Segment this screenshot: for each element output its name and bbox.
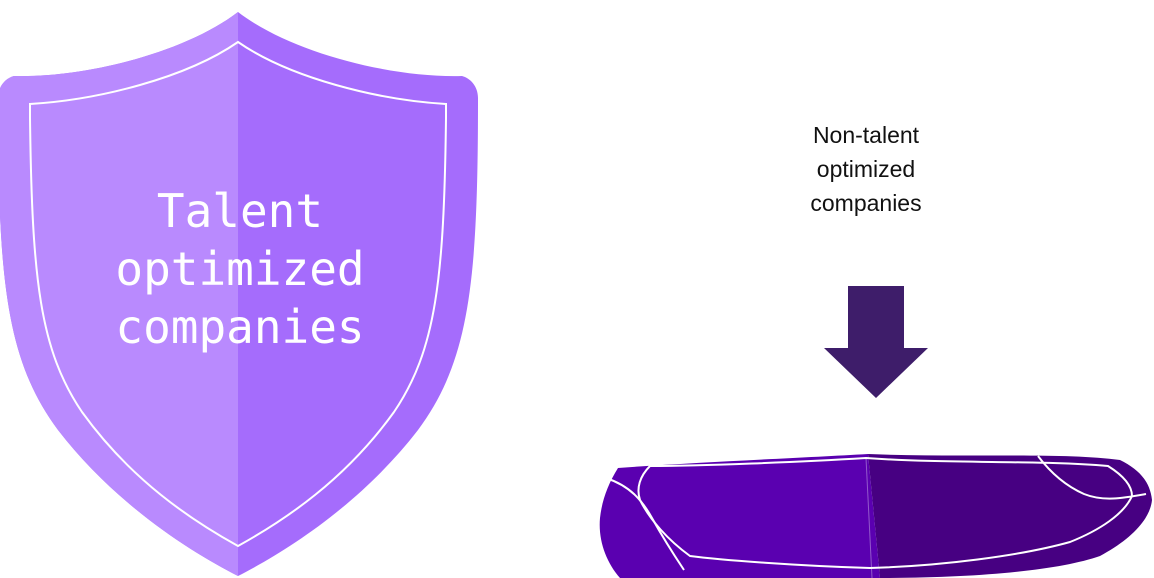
shield-label: Talent optimized companies	[40, 182, 440, 356]
shield-icon	[0, 12, 478, 576]
broken-shield-label-line-2: optimized	[816, 156, 916, 182]
shield-label-line-2: optimized	[115, 242, 365, 296]
broken-shield-label-line-3: companies	[810, 190, 922, 216]
shield-label-line-3: companies	[115, 300, 365, 354]
broken-shield-icon	[599, 454, 1152, 578]
broken-shield-right-crack	[1037, 455, 1147, 500]
broken-shield-label: Non-talent optimized companies	[766, 118, 966, 220]
broken-shield-center-crack	[865, 457, 873, 578]
shield-left-half	[0, 12, 238, 576]
broken-shield-right	[868, 454, 1152, 578]
shield-label-line-1: Talent	[156, 184, 324, 238]
broken-shield-left-crack	[605, 477, 685, 571]
broken-shield-outline	[637, 456, 1134, 570]
shield-inner-outline	[29, 40, 447, 548]
broken-shield-label-line-1: Non-talent	[812, 122, 920, 148]
down-arrow-icon	[824, 286, 928, 398]
arrow-shape	[824, 286, 928, 398]
broken-shield-left	[599, 454, 880, 578]
